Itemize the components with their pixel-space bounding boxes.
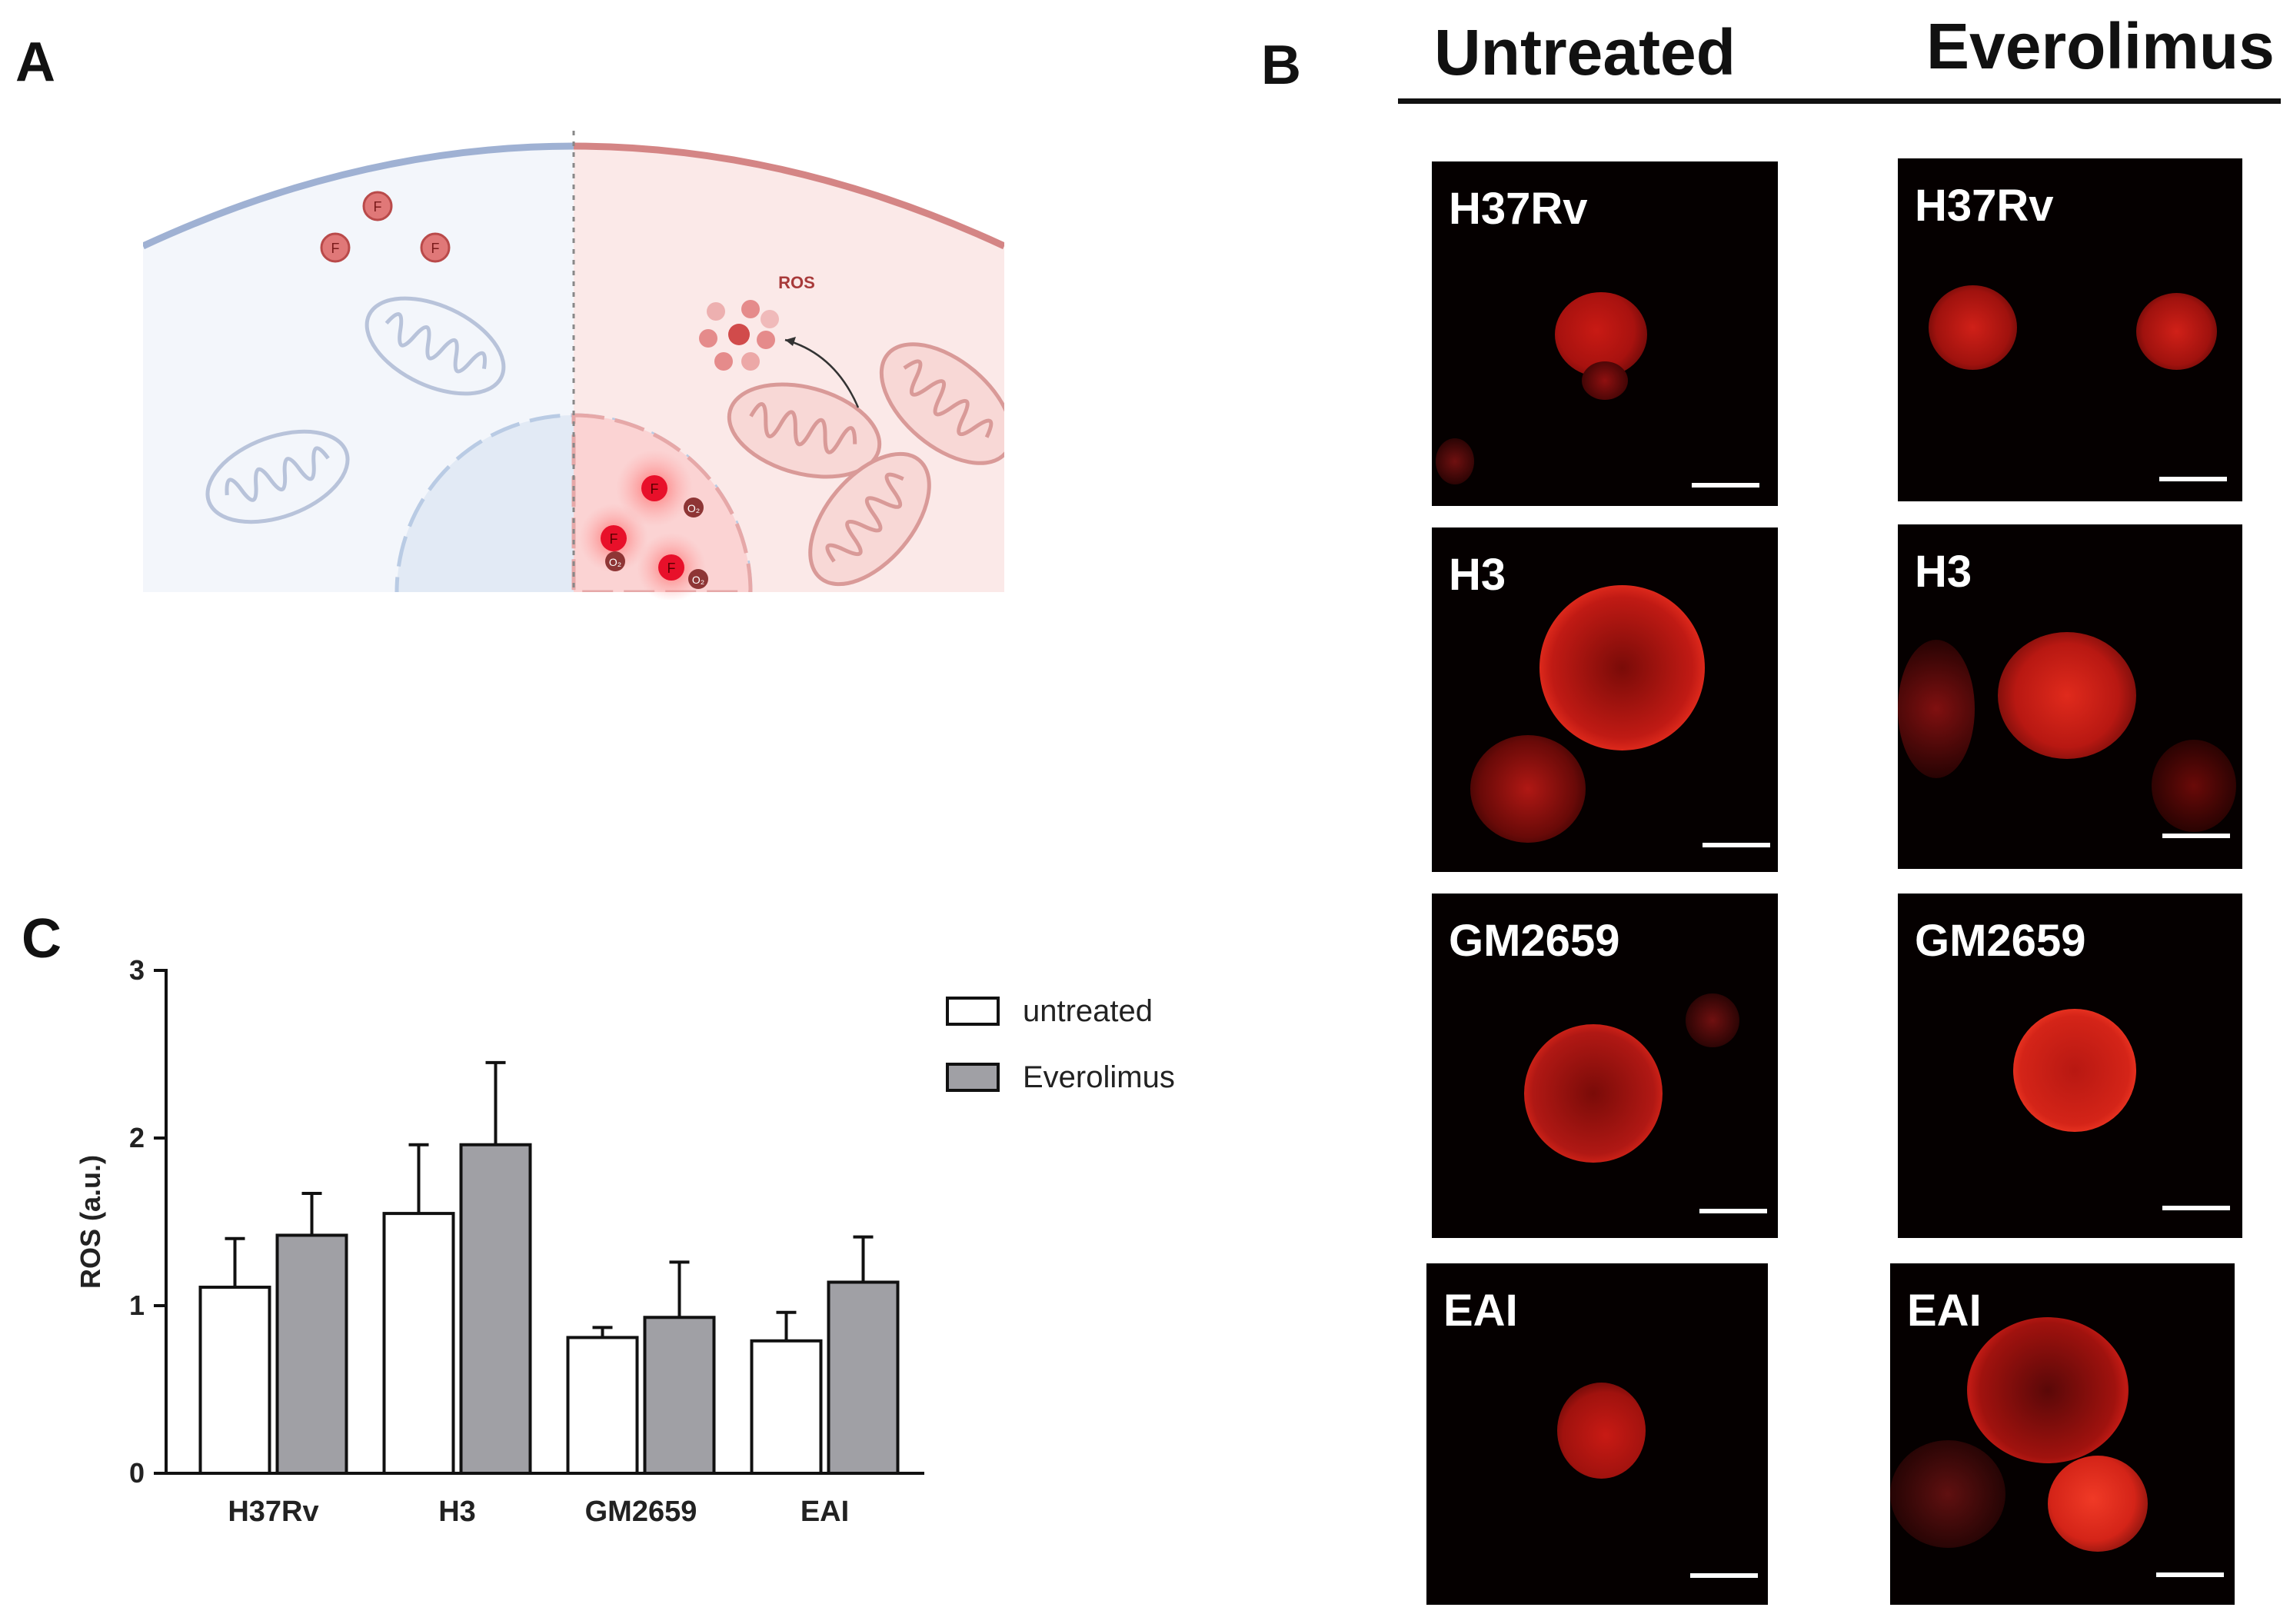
svg-text:F: F bbox=[431, 241, 440, 256]
oxygen-molecule: O₂ bbox=[688, 569, 708, 589]
scale-bar bbox=[1690, 1573, 1758, 1578]
x-tick-label: H37Rv bbox=[228, 1496, 318, 1528]
ros-arrow bbox=[784, 338, 860, 408]
chart-bars bbox=[198, 1060, 900, 1476]
bar-everolimus bbox=[275, 1233, 348, 1475]
membrane-right bbox=[573, 142, 1004, 250]
bar-everolimus bbox=[827, 1280, 900, 1476]
ros-arrow-head bbox=[785, 337, 796, 346]
svg-text:O₂: O₂ bbox=[692, 574, 704, 586]
mitochondrion-left-1 bbox=[364, 296, 506, 396]
y-axis-label: ROS (a.u.) bbox=[75, 1155, 106, 1289]
bar-untreated bbox=[750, 1339, 823, 1476]
probe-molecule: F bbox=[362, 191, 393, 221]
cell-schematic: F F F ROS F F F O₂ bbox=[143, 131, 1004, 600]
micrograph-everolimus-gm2659: GM2659 bbox=[1898, 894, 2242, 1238]
nuclear-probe: F bbox=[637, 533, 706, 600]
micrograph-everolimus-eai: EAI bbox=[1890, 1263, 2235, 1605]
scale-bar bbox=[2162, 834, 2230, 838]
strain-label: GM2659 bbox=[1449, 916, 1620, 966]
strain-label: H3 bbox=[1915, 547, 1972, 597]
bar-untreated bbox=[198, 1286, 271, 1475]
micrograph-untreated-h3: H3 bbox=[1432, 527, 1778, 872]
scale-bar bbox=[1703, 843, 1770, 847]
probe-molecule: F bbox=[320, 232, 351, 263]
legend-swatch bbox=[946, 997, 1000, 1026]
svg-text:F: F bbox=[374, 199, 382, 215]
y-tick-label: 3 bbox=[129, 954, 145, 986]
membrane-top-fill bbox=[143, 131, 1004, 246]
ros-label: ROS bbox=[778, 273, 815, 292]
y-tick-label: 0 bbox=[129, 1457, 145, 1489]
probe-molecule: F bbox=[420, 232, 451, 263]
svg-text:O₂: O₂ bbox=[687, 502, 700, 514]
bar-everolimus bbox=[643, 1316, 716, 1476]
svg-text:F: F bbox=[667, 561, 676, 576]
header-rule bbox=[1398, 98, 2281, 104]
scale-bar bbox=[2156, 1572, 2224, 1577]
micrograph-untreated-h37rv: H37Rv bbox=[1432, 161, 1778, 506]
legend-swatch bbox=[946, 1063, 1000, 1092]
column-header-untreated: Untreated bbox=[1434, 16, 1736, 88]
micrograph-untreated-eai: EAI bbox=[1426, 1263, 1768, 1605]
micrograph-everolimus-h37rv: H37Rv bbox=[1898, 158, 2242, 501]
strain-label: H3 bbox=[1449, 550, 1506, 600]
mitochondrion-right-3 bbox=[808, 451, 931, 587]
strain-label: EAI bbox=[1443, 1286, 1518, 1336]
micrograph-untreated-gm2659: GM2659 bbox=[1432, 894, 1778, 1238]
strain-label: H37Rv bbox=[1449, 184, 1588, 234]
legend-label: Everolimus bbox=[1023, 1060, 1175, 1094]
mitochondrion-left-2 bbox=[205, 429, 350, 524]
ros-cluster bbox=[699, 300, 779, 371]
membrane-left bbox=[143, 142, 574, 250]
micrograph-everolimus-h3: H3 bbox=[1898, 524, 2242, 869]
scale-bar bbox=[1692, 483, 1759, 488]
strain-label: EAI bbox=[1907, 1286, 1982, 1336]
x-tick-label: EAI bbox=[801, 1496, 849, 1528]
oxygen-molecule: O₂ bbox=[684, 498, 704, 517]
column-header-everolimus: Everolimus bbox=[1926, 10, 2275, 82]
x-tick-label: H3 bbox=[438, 1496, 476, 1528]
svg-text:O₂: O₂ bbox=[609, 556, 621, 568]
panel-a-label: A bbox=[15, 32, 55, 93]
legend-label: untreated bbox=[1023, 994, 1153, 1028]
scale-bar bbox=[2162, 1206, 2230, 1210]
nuclear-probe: F bbox=[579, 504, 648, 573]
oxygen-molecule: O₂ bbox=[605, 551, 625, 571]
svg-text:F: F bbox=[610, 531, 618, 547]
mitochondrion-right-2 bbox=[879, 342, 1004, 465]
strain-label: GM2659 bbox=[1915, 916, 2086, 966]
svg-text:F: F bbox=[331, 241, 340, 256]
bar-untreated bbox=[382, 1212, 455, 1475]
x-tick-label: GM2659 bbox=[585, 1496, 697, 1528]
scale-bar bbox=[2159, 477, 2227, 481]
y-tick-label: 2 bbox=[129, 1122, 145, 1153]
y-tick-label: 1 bbox=[129, 1290, 145, 1321]
panel-b-label: B bbox=[1261, 35, 1301, 96]
scale-bar bbox=[1699, 1209, 1767, 1213]
strain-label: H37Rv bbox=[1915, 181, 2054, 231]
mitochondrion-right-1 bbox=[727, 382, 882, 479]
bar-everolimus bbox=[459, 1143, 532, 1475]
bar-untreated bbox=[566, 1336, 639, 1475]
panel-c-label: C bbox=[22, 908, 62, 970]
nuclear-probe: F bbox=[616, 450, 693, 527]
svg-text:F: F bbox=[651, 481, 659, 497]
